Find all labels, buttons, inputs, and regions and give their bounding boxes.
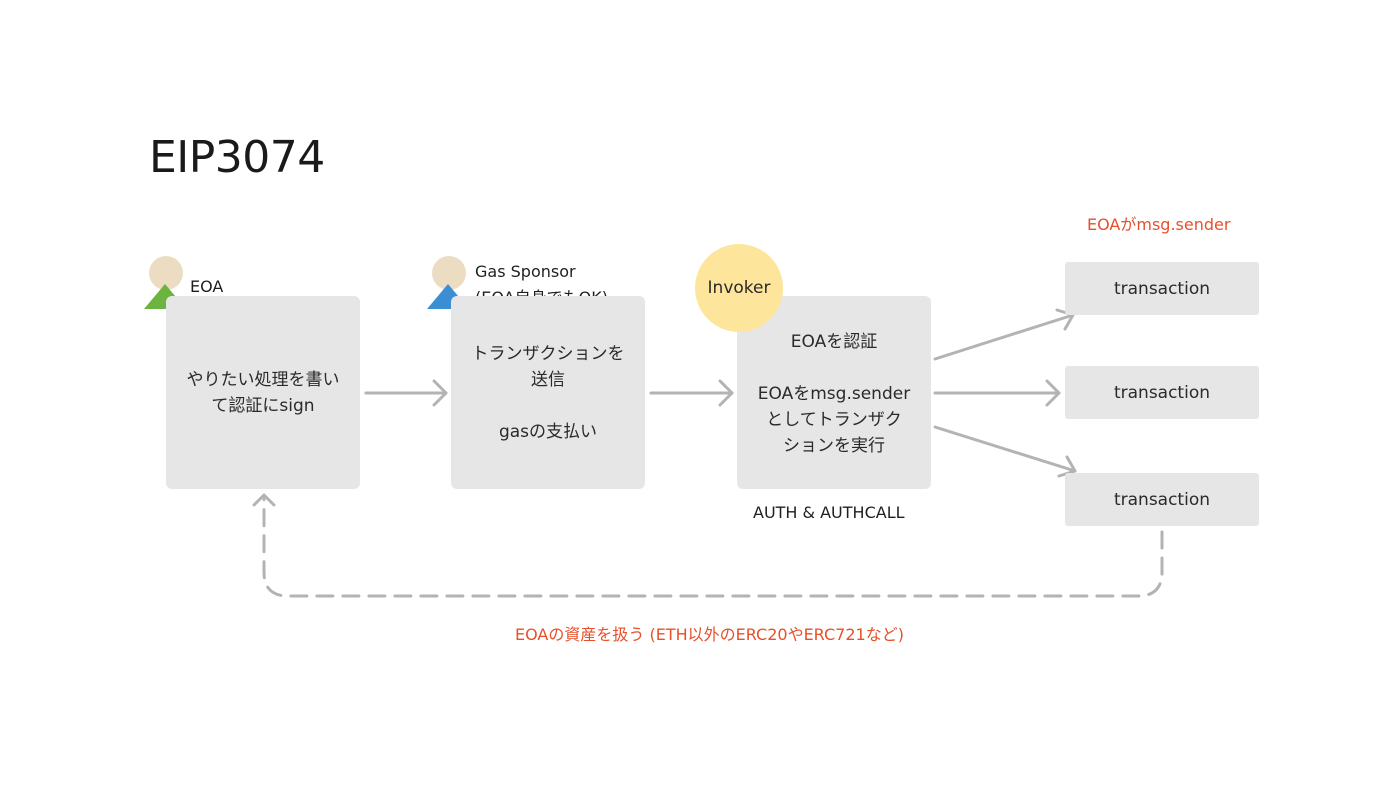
arrow-right-icon bbox=[933, 425, 1077, 478]
box-text: 送信 bbox=[531, 369, 565, 390]
box-text: やりたい処理を書い bbox=[186, 369, 340, 390]
transaction-box: transaction bbox=[1065, 366, 1259, 419]
transaction-box: transaction bbox=[1065, 262, 1259, 315]
box-text: て認証にsign bbox=[211, 395, 315, 416]
dashed-return-arrow-icon bbox=[252, 493, 1164, 598]
asset-handling-note: EOAの資産を扱う (ETH以外のERC20やERC721など) bbox=[515, 625, 904, 644]
arrow-right-icon bbox=[933, 379, 1061, 407]
sponsor-action-box: トランザクションを 送信 gasの支払い bbox=[451, 296, 645, 489]
arrow-right-icon bbox=[649, 379, 734, 407]
auth-label: AUTH & AUTHCALL bbox=[753, 503, 905, 522]
transaction-box: transaction bbox=[1065, 473, 1259, 526]
diagram-title: EIP3074 bbox=[149, 132, 325, 183]
box-text: トランザクションを bbox=[471, 343, 625, 364]
box-text: gasの支払い bbox=[498, 421, 598, 442]
arrow-right-icon bbox=[364, 379, 448, 407]
arrow-right-icon bbox=[933, 308, 1075, 361]
invoker-action-box: EOAを認証 EOAをmsg.sender としてトランザク ションを実行 bbox=[737, 296, 931, 489]
box-text: としてトランザク bbox=[766, 409, 902, 430]
eoa-label: EOA bbox=[190, 277, 224, 296]
sponsor-label: Gas Sponsor bbox=[475, 262, 576, 281]
box-text: EOAをmsg.sender bbox=[757, 383, 911, 404]
sponsor-person-icon bbox=[427, 256, 471, 310]
box-text: ションを実行 bbox=[783, 435, 885, 456]
box-text: EOAを認証 bbox=[790, 331, 878, 352]
msg-sender-note: EOAがmsg.sender bbox=[1087, 215, 1231, 234]
eoa-action-box: やりたい処理を書い て認証にsign bbox=[166, 296, 360, 489]
invoker-badge: Invoker bbox=[695, 244, 783, 332]
